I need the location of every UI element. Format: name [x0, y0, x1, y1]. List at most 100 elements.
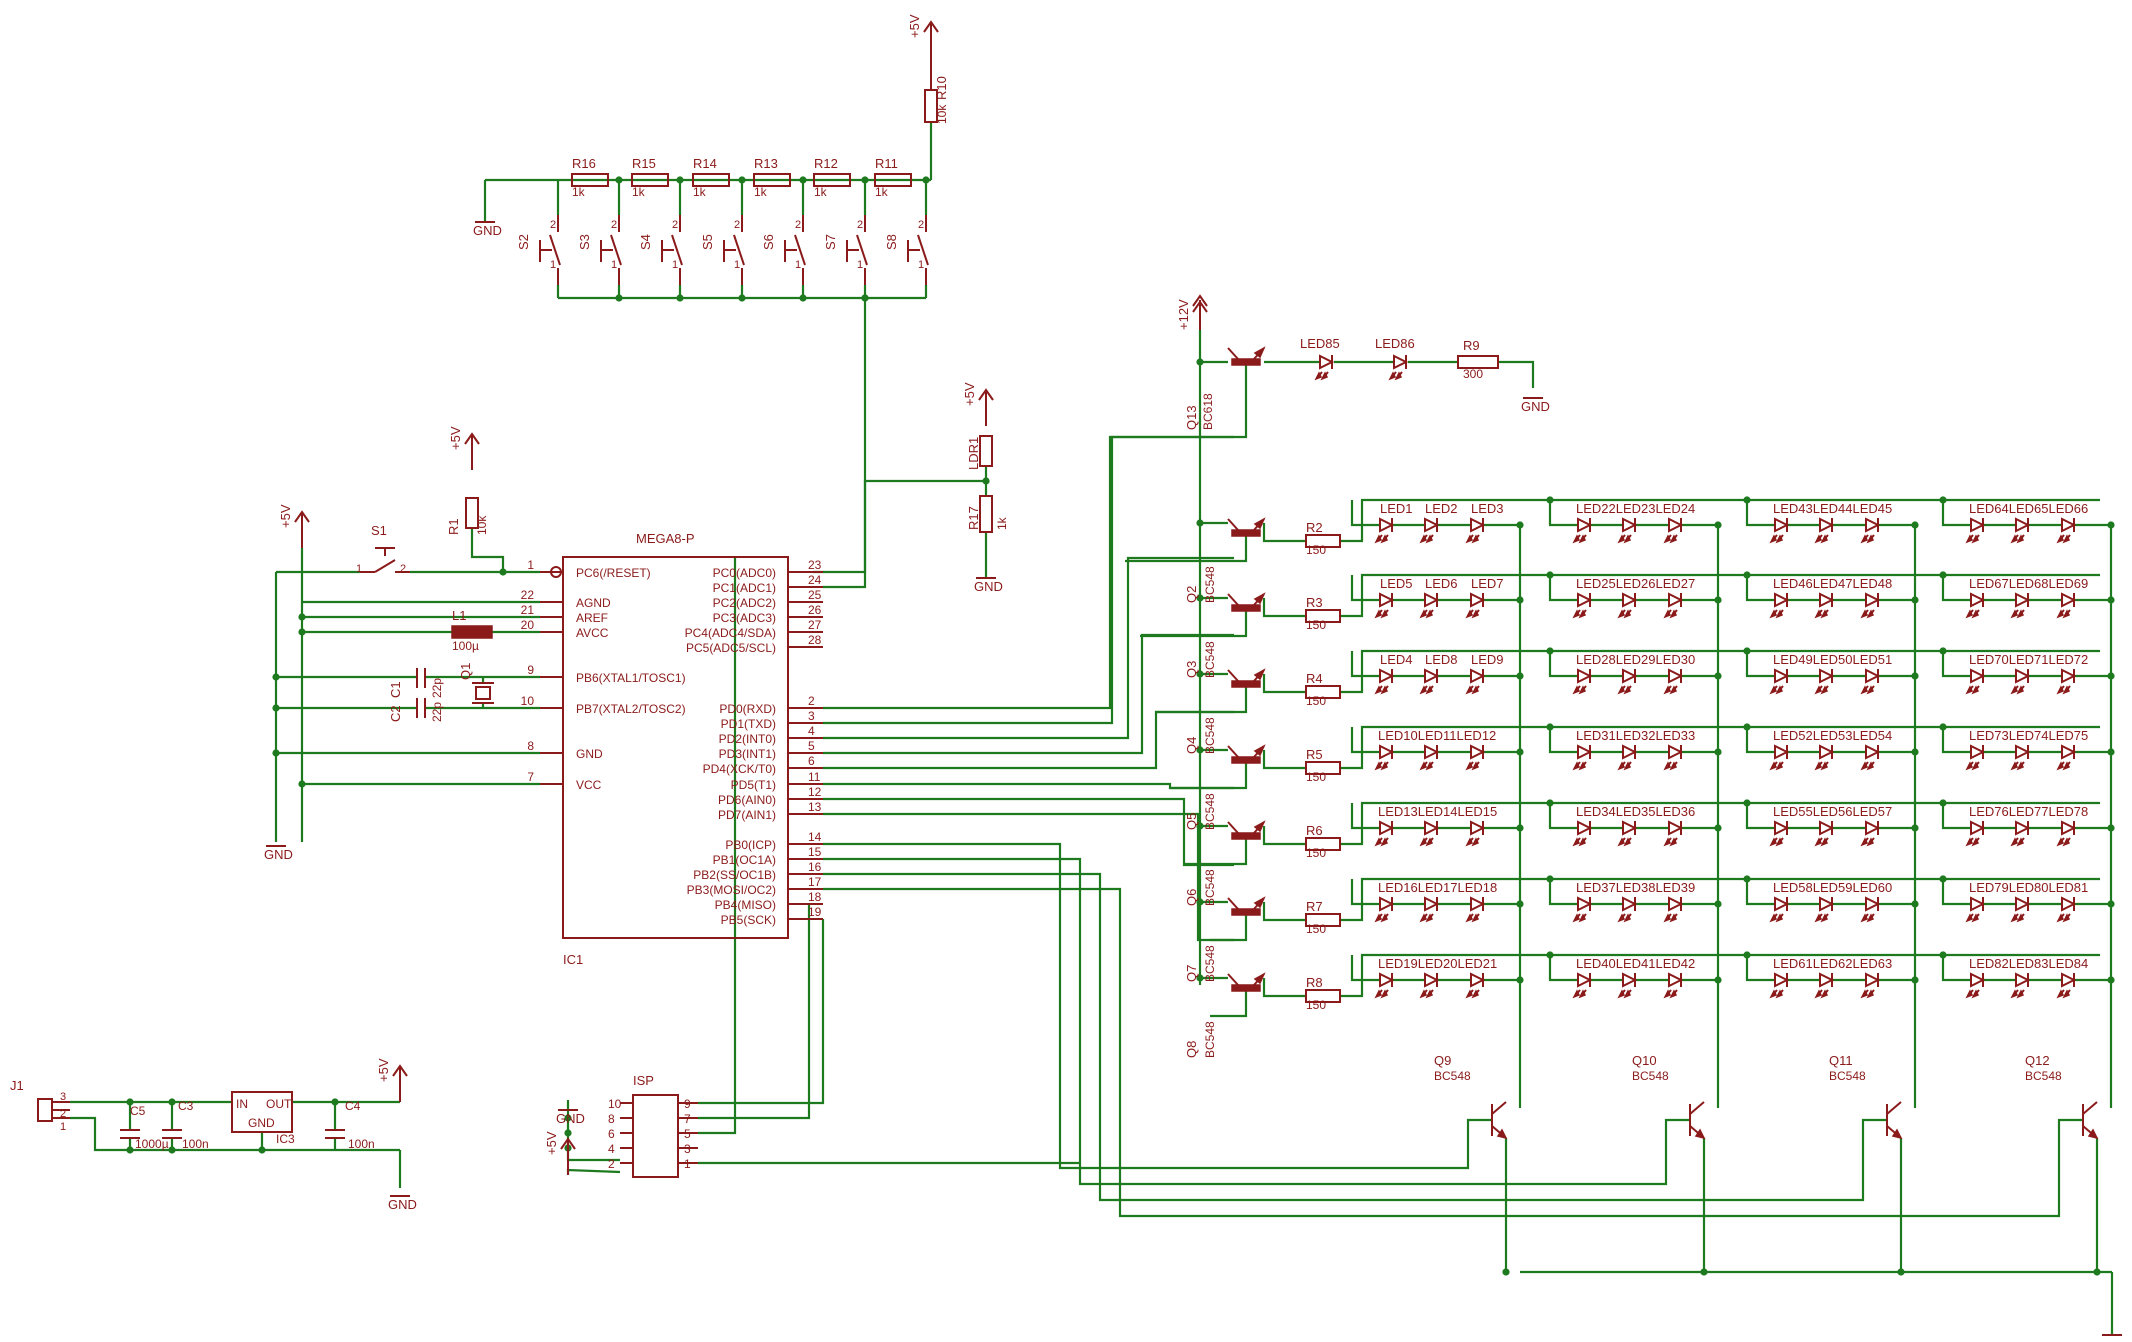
led-arrow — [1617, 761, 1626, 771]
led-triangle — [1668, 668, 1684, 684]
junction — [564, 1114, 572, 1122]
wire — [1548, 955, 1578, 982]
led-arrow — [1617, 609, 1626, 619]
label: 1k — [632, 185, 646, 199]
led-arrow — [1578, 609, 1587, 619]
label: PD2(INT0) — [719, 732, 776, 746]
junction — [168, 1146, 176, 1154]
label: 100n — [348, 1137, 375, 1151]
led-arrow — [1663, 685, 1672, 695]
led-arrow — [1623, 913, 1632, 923]
label: BC548 — [1203, 566, 1217, 603]
label: 150 — [1306, 922, 1326, 936]
resistor — [753, 173, 791, 187]
junction — [1502, 1268, 1510, 1276]
led-arrow — [1471, 989, 1480, 999]
wire — [1350, 500, 1380, 527]
wire — [1340, 725, 2100, 770]
resistor — [1305, 761, 1341, 775]
led-arrow — [2056, 534, 2065, 544]
led-arrow — [1425, 837, 1434, 847]
led-arrow — [1578, 913, 1587, 923]
supply-label: +5V — [907, 14, 922, 38]
label: LED76LED77LED78 — [1969, 804, 2088, 819]
label: 1k — [875, 185, 889, 199]
led-triangle — [2015, 668, 2031, 684]
led-arrow — [1820, 761, 1829, 771]
led-arrow — [1663, 761, 1672, 771]
label: 2 — [672, 219, 678, 231]
led-arrow — [2056, 609, 2065, 619]
label: 1 — [734, 259, 740, 271]
wire — [1350, 651, 1380, 678]
led-arrow — [1419, 989, 1428, 999]
led-arrow — [1860, 534, 1869, 544]
ic-ref: IC1 — [563, 952, 583, 967]
part-line — [1227, 897, 1239, 910]
label: 1 — [527, 558, 534, 572]
led-triangle — [1424, 592, 1440, 608]
led-arrow — [1965, 609, 1974, 619]
resistor — [571, 173, 609, 187]
label: 1k — [754, 185, 768, 199]
label: Q10 — [1632, 1053, 1657, 1068]
regulator-body — [231, 1091, 293, 1133]
led-arrow — [1769, 837, 1778, 847]
led-triangle — [1819, 820, 1835, 836]
label: 2 — [795, 219, 801, 231]
supply-arrow — [978, 388, 994, 401]
label: S4 — [638, 234, 653, 250]
label: 15 — [808, 845, 822, 859]
label: 9 — [527, 663, 534, 677]
label: 1k — [995, 516, 1009, 530]
led-triangle — [1819, 896, 1835, 912]
label: PB4(MISO) — [715, 898, 776, 912]
led-arrow — [1465, 609, 1474, 619]
wire — [1262, 902, 1306, 922]
part-line — [671, 234, 683, 266]
gnd-label: GND — [556, 1111, 585, 1126]
label: R2 — [1306, 520, 1323, 535]
label: LED8 — [1425, 652, 1458, 667]
wire — [1125, 536, 1248, 563]
resistor — [1305, 534, 1341, 548]
label: LED37LED38LED39 — [1576, 880, 1695, 895]
led-arrow — [1820, 837, 1829, 847]
label: 100n — [182, 1137, 209, 1151]
label: 4 — [808, 724, 815, 738]
led-arrow — [1820, 609, 1829, 619]
part-line — [1227, 347, 1239, 360]
label: LDR1 — [966, 437, 981, 470]
led-triangle — [1577, 517, 1593, 533]
led-arrow — [1471, 837, 1480, 847]
led-triangle — [1379, 592, 1395, 608]
label: 21 — [521, 603, 535, 617]
gnd-label: GND — [1521, 399, 1550, 414]
resistor — [924, 89, 938, 123]
label: 1 — [795, 259, 801, 271]
supply-arrow — [1192, 300, 1208, 313]
led-arrow — [2062, 761, 2071, 771]
label: 150 — [1306, 543, 1326, 557]
led-triangle — [1774, 668, 1790, 684]
label: 10k — [935, 104, 949, 124]
transistor-base-bar — [1231, 358, 1261, 366]
led-arrow — [1663, 989, 1672, 999]
label: BC548 — [2025, 1069, 2062, 1083]
resistor — [1457, 355, 1499, 369]
led-triangle — [1424, 668, 1440, 684]
led-arrow — [2062, 989, 2071, 999]
led-arrow — [1769, 761, 1778, 771]
label: ISP — [633, 1073, 654, 1088]
led-arrow — [1769, 609, 1778, 619]
label: 3 — [60, 1091, 66, 1103]
led-arrow — [2056, 913, 2065, 923]
label: 1 — [857, 259, 863, 271]
led-arrow — [2056, 685, 2065, 695]
led-triangle — [2015, 820, 2031, 836]
led-triangle — [1379, 972, 1395, 988]
led-triangle — [1970, 744, 1986, 760]
wire — [1548, 651, 1578, 678]
led-triangle — [2061, 820, 2077, 836]
label: 16 — [808, 860, 822, 874]
